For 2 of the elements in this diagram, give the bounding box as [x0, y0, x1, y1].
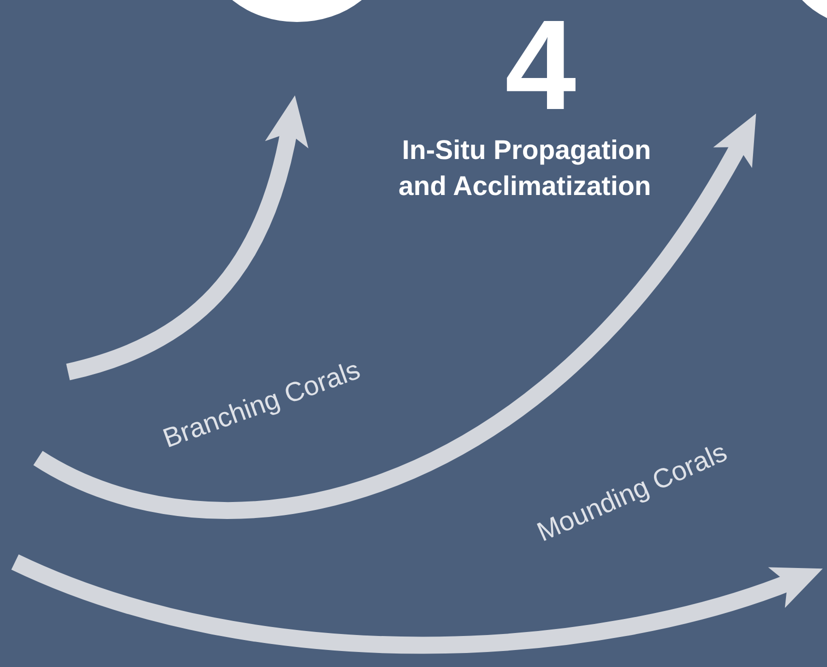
- title: In-Situ Propagation and Acclimatization: [397, 134, 651, 203]
- step-number: 4: [505, 2, 576, 130]
